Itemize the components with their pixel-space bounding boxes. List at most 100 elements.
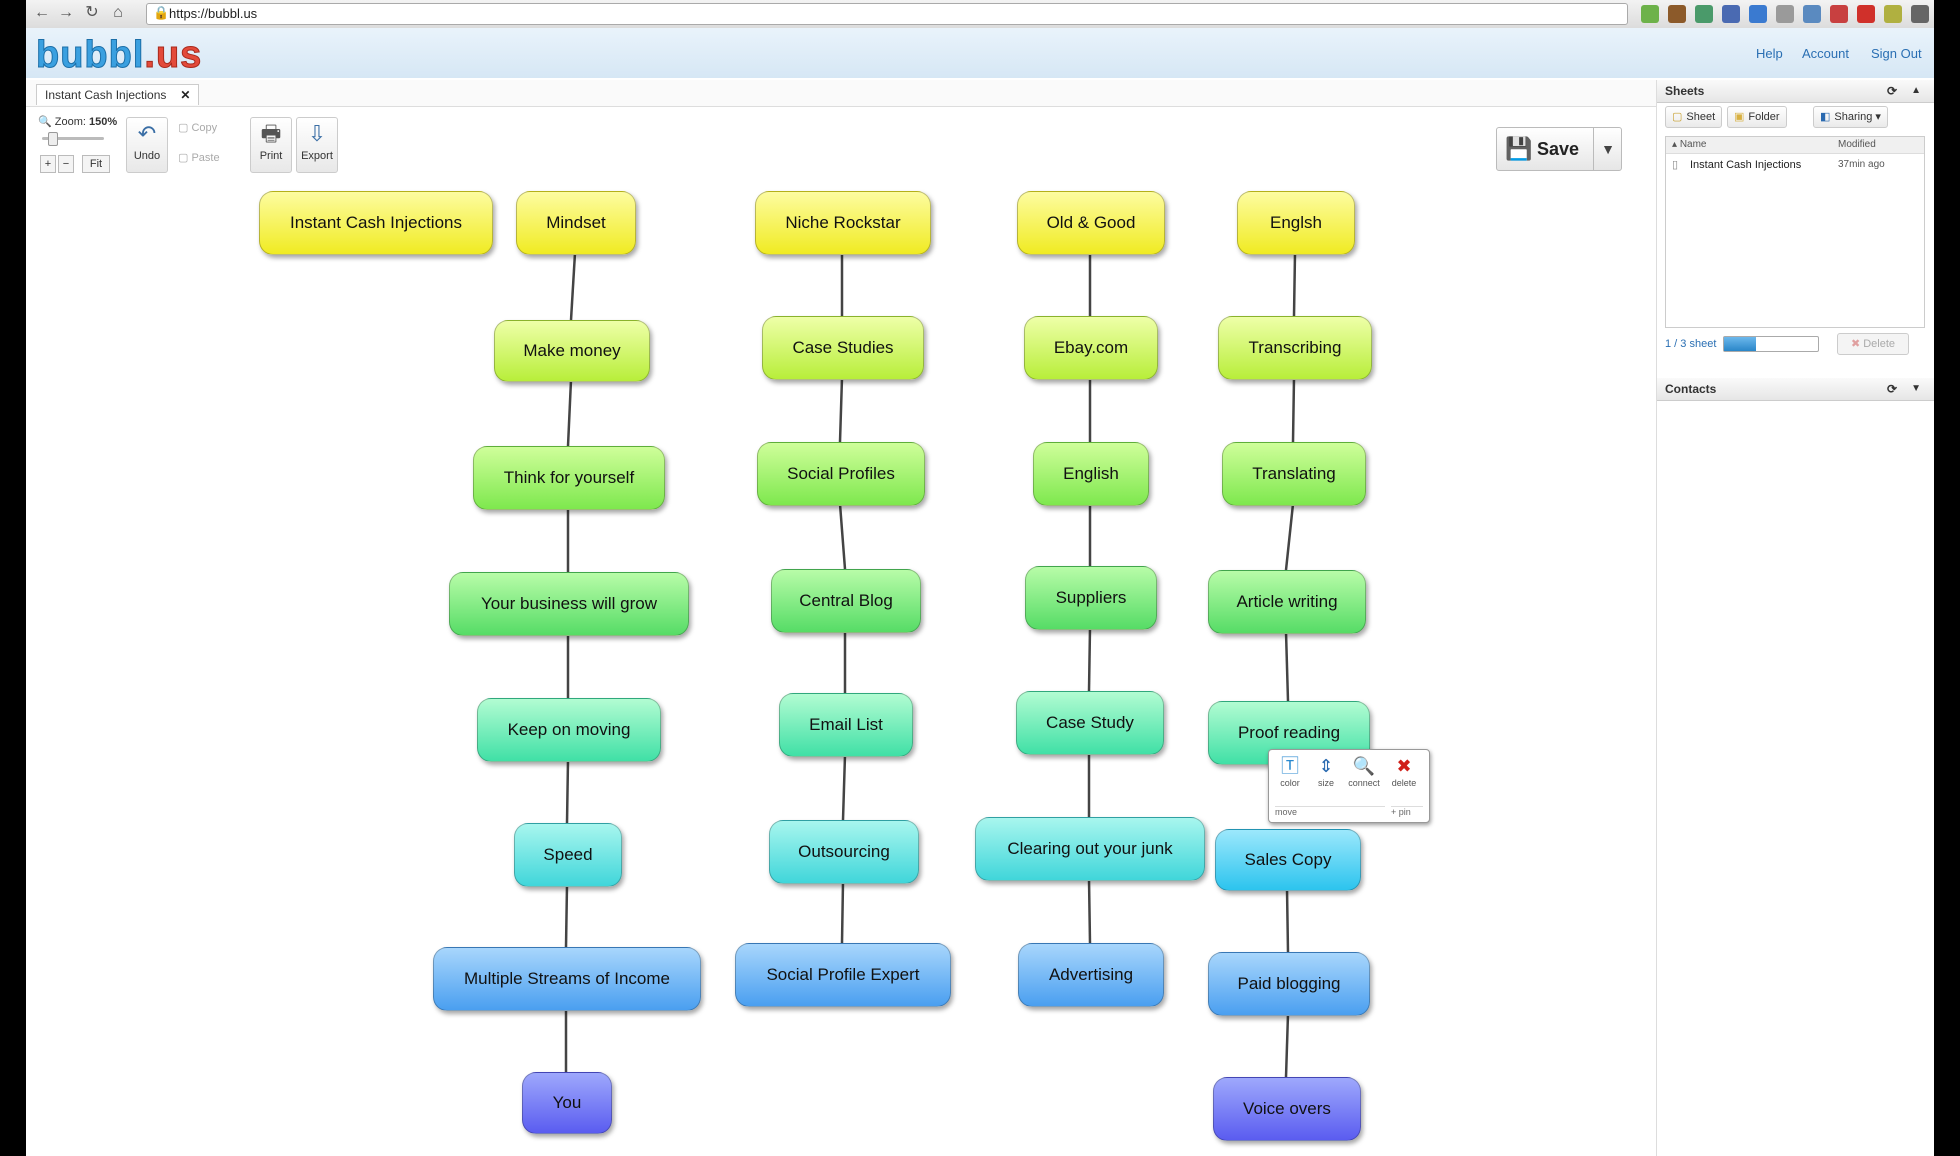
- zoom-slider-handle[interactable]: [48, 132, 58, 146]
- reload-icon[interactable]: ↻: [85, 4, 99, 21]
- refresh-icon[interactable]: ⟳: [1886, 382, 1897, 396]
- zoom-in-button[interactable]: +: [40, 155, 56, 173]
- refresh-icon[interactable]: ⟳: [1886, 84, 1897, 98]
- bubble-node[interactable]: Ebay.com: [1024, 316, 1158, 380]
- export-icon: ⇩: [307, 121, 327, 146]
- bubble-node[interactable]: Email List: [779, 693, 913, 757]
- paste-button[interactable]: ▢ Paste: [178, 152, 220, 164]
- bubble-node[interactable]: Article writing: [1208, 570, 1366, 634]
- connector-line: [838, 503, 847, 570]
- undo-icon: ↶: [137, 121, 157, 146]
- copy-button[interactable]: ▢ Copy: [178, 122, 218, 134]
- fit-button[interactable]: Fit: [82, 155, 110, 173]
- sharing-icon: ◧: [1820, 111, 1831, 123]
- bubble-node[interactable]: Social Profiles: [757, 442, 925, 506]
- name-column-header[interactable]: ▴ Name: [1672, 139, 1707, 150]
- sheet-row[interactable]: ▯ Instant Cash Injections 37min ago: [1666, 155, 1924, 175]
- connector-line: [564, 884, 569, 948]
- size-button[interactable]: ⇕size: [1309, 754, 1343, 798]
- connect-button[interactable]: 🔍connect: [1348, 756, 1380, 788]
- extension-icon[interactable]: [1641, 5, 1659, 23]
- undo-button[interactable]: ↶ Undo: [126, 117, 168, 173]
- bubble-node[interactable]: Clearing out your junk: [975, 817, 1205, 881]
- wrench-icon[interactable]: [1911, 5, 1929, 23]
- close-icon[interactable]: ✕: [180, 88, 191, 102]
- move-handle[interactable]: move: [1275, 806, 1385, 819]
- zoom-label: 🔍 Zoom: 150%: [38, 116, 118, 128]
- bubble-node[interactable]: Outsourcing: [769, 820, 919, 884]
- bubble-node[interactable]: Make money: [494, 320, 650, 382]
- bubble-node[interactable]: Englsh: [1237, 191, 1355, 255]
- url-text[interactable]: https://bubbl.us: [169, 6, 258, 21]
- save-button[interactable]: 💾 Save ▼: [1496, 127, 1622, 171]
- modified-column-header[interactable]: Modified: [1838, 139, 1876, 150]
- bubble-node[interactable]: Speed: [514, 823, 622, 887]
- bubble-node[interactable]: Paid blogging: [1208, 952, 1370, 1016]
- sheet-scroll-fill[interactable]: [1724, 337, 1756, 351]
- collapse-icon[interactable]: ▲: [1911, 85, 1921, 96]
- bubble-node[interactable]: Central Blog: [771, 569, 921, 633]
- bubble-node[interactable]: Advertising: [1018, 943, 1164, 1007]
- bubble-node[interactable]: Case Study: [1016, 691, 1164, 755]
- extension-icon[interactable]: [1749, 5, 1767, 23]
- help-link[interactable]: Help: [1756, 46, 1783, 61]
- zoom-out-button[interactable]: −: [58, 155, 74, 173]
- dropdown-icon[interactable]: ▼: [1911, 383, 1921, 394]
- connector-line: [1292, 252, 1297, 317]
- new-folder-button[interactable]: ▣Folder: [1727, 106, 1787, 128]
- sheet-list: ▴ Name Modified ▯ Instant Cash Injection…: [1665, 136, 1925, 328]
- sheet-scroll-bar[interactable]: [1723, 336, 1819, 352]
- bubble-node[interactable]: Think for yourself: [473, 446, 665, 510]
- extension-icon[interactable]: [1668, 5, 1686, 23]
- sign-out-link[interactable]: Sign Out: [1871, 46, 1922, 61]
- bubble-node[interactable]: Instant Cash Injections: [259, 191, 493, 255]
- print-button[interactable]: 🖶 Print: [250, 117, 292, 173]
- back-icon[interactable]: ←: [34, 4, 50, 21]
- bubble-node[interactable]: Voice overs: [1213, 1077, 1361, 1141]
- bubble-node[interactable]: English: [1033, 442, 1149, 506]
- document-tab-bar: Instant Cash Injections✕: [26, 80, 1656, 107]
- extension-icon[interactable]: [1695, 5, 1713, 23]
- connector-line: [1284, 631, 1290, 702]
- bubble-node[interactable]: Old & Good: [1017, 191, 1165, 255]
- mind-map-canvas[interactable]: Instant Cash Injections Mindset Niche Rock…: [26, 180, 1656, 1156]
- sharing-button[interactable]: ◧Sharing ▾: [1813, 106, 1888, 128]
- sheet-icon: ▢: [1672, 111, 1683, 123]
- bubble-node[interactable]: You: [522, 1072, 612, 1134]
- bubble-node[interactable]: Suppliers: [1025, 566, 1157, 630]
- extension-icon[interactable]: [1803, 5, 1821, 23]
- delete-node-button[interactable]: ✖delete: [1387, 754, 1421, 798]
- connector-line: [841, 754, 847, 821]
- new-sheet-button[interactable]: ▢Sheet: [1665, 106, 1723, 128]
- bubble-node[interactable]: Keep on moving: [477, 698, 661, 762]
- bubble-node[interactable]: Your business will grow: [449, 572, 689, 636]
- account-link[interactable]: Account: [1802, 46, 1849, 61]
- address-bar[interactable]: 🔒 https://bubbl.us: [146, 3, 1628, 25]
- bubble-node[interactable]: Transcribing: [1218, 316, 1372, 380]
- extension-icon[interactable]: [1776, 5, 1794, 23]
- screen: ← → ↻ ⌂ 🔒 https://bubbl.us bubbl.us Help…: [26, 0, 1934, 1156]
- extension-icon[interactable]: [1830, 5, 1848, 23]
- bubble-node[interactable]: Mindset: [516, 191, 636, 255]
- bubble-node[interactable]: Multiple Streams of Income: [433, 947, 701, 1011]
- bubble-node[interactable]: Translating: [1222, 442, 1366, 506]
- forward-icon[interactable]: →: [58, 4, 74, 21]
- export-button[interactable]: ⇩ Export: [296, 117, 338, 173]
- bubblus-logo[interactable]: bubbl.us: [35, 34, 203, 77]
- bubble-node[interactable]: Social Profile Expert: [735, 943, 951, 1007]
- save-dropdown-icon[interactable]: ▼: [1593, 128, 1622, 170]
- bubble-node[interactable]: Case Studies: [762, 316, 924, 380]
- connect-icon: 🔍: [1352, 756, 1376, 776]
- extension-icon[interactable]: [1884, 5, 1902, 23]
- pin-button[interactable]: + pin: [1391, 806, 1423, 819]
- home-icon[interactable]: ⌂: [113, 4, 123, 21]
- delete-sheet-button[interactable]: ✖ Delete: [1837, 333, 1909, 355]
- bubble-node[interactable]: Sales Copy: [1215, 829, 1361, 891]
- bubble-node[interactable]: Niche Rockstar: [755, 191, 931, 255]
- tab-instant-cash-injections[interactable]: Instant Cash Injections✕: [36, 84, 200, 105]
- zoom-slider[interactable]: [42, 137, 104, 140]
- extension-icon[interactable]: [1857, 5, 1875, 23]
- extension-icon[interactable]: [1722, 5, 1740, 23]
